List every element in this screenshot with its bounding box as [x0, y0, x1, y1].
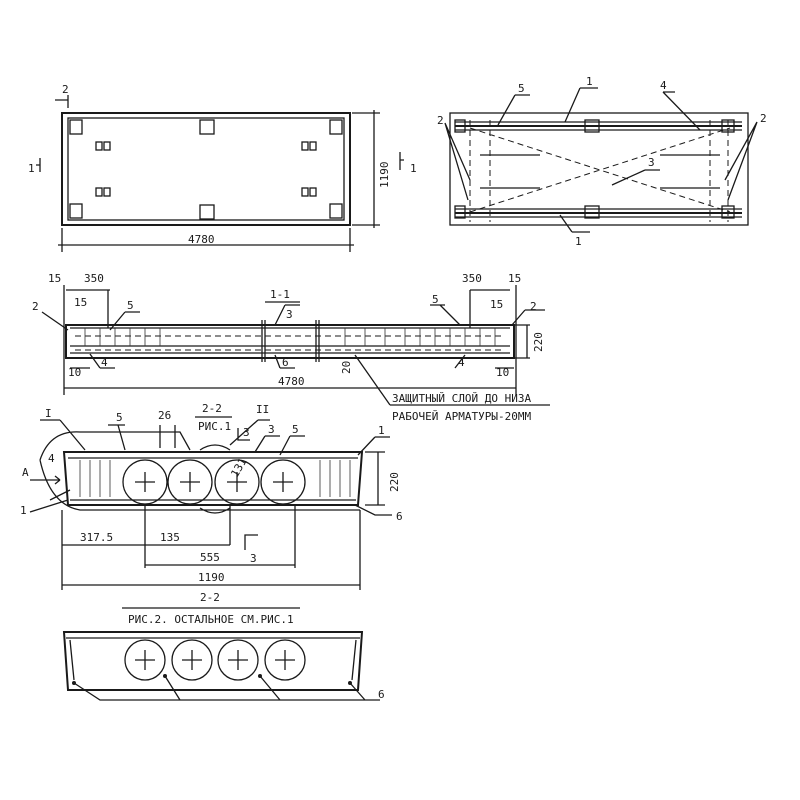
dim-10: 10 [68, 366, 81, 379]
label-4: 4 [660, 79, 667, 92]
label-6: 6 [378, 688, 385, 701]
label-5: 5 [518, 82, 525, 95]
label-5: 5 [292, 423, 299, 436]
label-5: 5 [127, 299, 134, 312]
dim-350: 350 [84, 272, 104, 285]
label-5: 5 [432, 293, 439, 306]
section-mark-2: 2 [62, 83, 69, 96]
label-4: 4 [458, 356, 465, 369]
reference-2-2: 2-2 [202, 402, 222, 415]
label-2: 2 [32, 300, 39, 313]
dim-317-5: 317.5 [80, 531, 113, 544]
reference-fig-1: РИС.1 [198, 420, 231, 433]
dim-15: 15 [48, 272, 61, 285]
cover-note-line2: РАБОЧЕЙ АРМАТУРЫ-20ММ [392, 410, 531, 423]
callout-I: I [45, 407, 52, 420]
dim-350: 350 [462, 272, 482, 285]
cover-note-line1: ЗАЩИТНЫЙ СЛОЙ ДО НИЗА [392, 392, 531, 405]
section-mark-1-right: 1 [410, 162, 417, 175]
dim-15: 15 [508, 272, 521, 285]
label-2-left: 2 [437, 114, 444, 127]
dim-4780: 4780 [278, 375, 305, 388]
label-6: 6 [396, 510, 403, 523]
facade-view: 6 [62, 631, 385, 701]
label-6: 6 [282, 356, 289, 369]
dim-220: 220 [388, 472, 401, 492]
dim-1190: 1190 [198, 571, 225, 584]
dim-20: 20 [340, 361, 353, 374]
label-4: 4 [48, 452, 55, 465]
label-1: 1 [586, 75, 593, 88]
label-1-bottom: 1 [575, 235, 582, 248]
plan-view: 2 1 1 4780 1190 [28, 83, 417, 252]
label-2-right: 2 [760, 112, 767, 125]
label-3: 3 [648, 156, 655, 169]
reinforcement-plan: 5 1 4 2 2 3 1 [437, 75, 767, 248]
dim-131: 131 [228, 456, 249, 480]
section-mark-3: 3 [243, 426, 250, 439]
plan-length-dim: 4780 [188, 233, 215, 246]
label-5: 5 [116, 411, 123, 424]
section-mark-3: 3 [250, 552, 257, 565]
figure-caption: РИС.2. ОСТАЛЬНОЕ СМ.РИС.1 [128, 613, 294, 626]
dim-135: 135 [160, 531, 180, 544]
dim-220: 220 [532, 332, 545, 352]
plan-width-dim: 1190 [378, 162, 391, 189]
dim-26: 26 [158, 409, 171, 422]
dim-10: 10 [496, 366, 509, 379]
label-2: 2 [530, 300, 537, 313]
label-1: 1 [378, 424, 385, 437]
dim-555: 555 [200, 551, 220, 564]
label-4: 4 [101, 356, 108, 369]
label-3: 3 [286, 308, 293, 321]
label-1: 1 [20, 504, 27, 517]
section-2-2: I II 2-2 РИС.1 5 26 3 3 5 1 4 1 6 A 3 13… [20, 402, 403, 626]
section-title-1-1: 1-1 [270, 288, 290, 301]
view-mark-A: A [22, 466, 29, 479]
label-3: 3 [268, 423, 275, 436]
dim-15: 15 [490, 298, 503, 311]
section-mark-1-left: 1 [28, 162, 35, 175]
section-1-1: 15 350 15 350 15 15 220 10 10 20 4780 1-… [32, 272, 550, 423]
dim-15: 15 [74, 296, 87, 309]
section-title-2-2: 2-2 [200, 591, 220, 604]
callout-II: II [256, 403, 269, 416]
